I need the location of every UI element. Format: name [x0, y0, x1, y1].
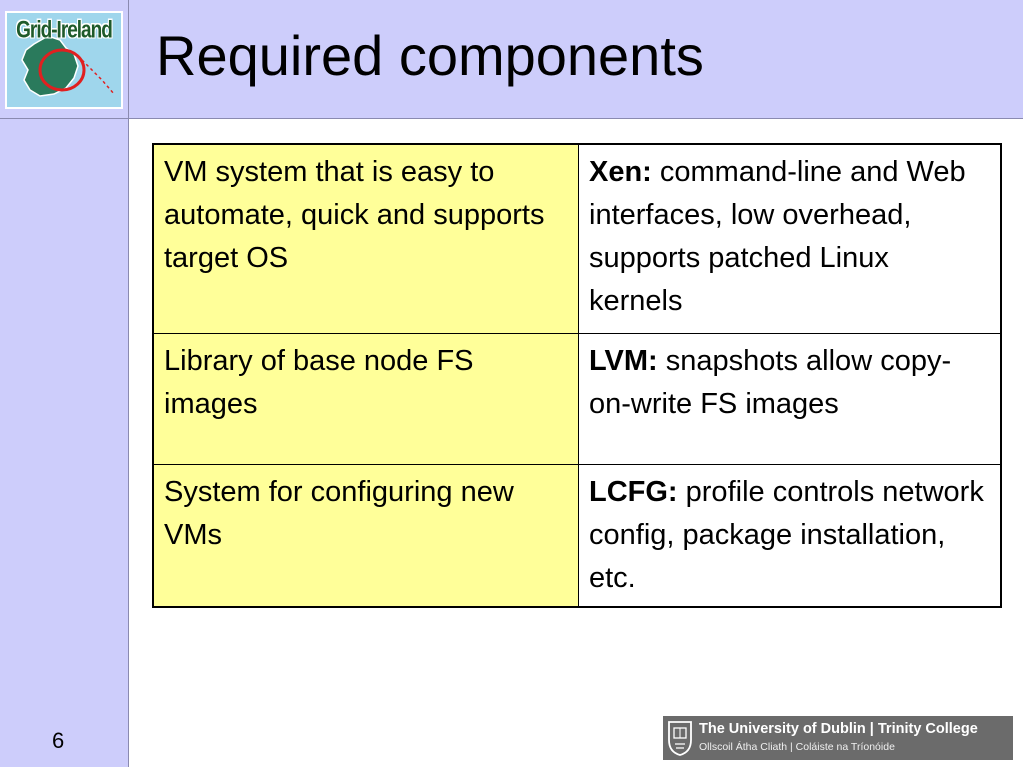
solution-cell: Xen: command-line and Web interfaces, lo…	[578, 143, 1002, 334]
ireland-map-icon	[5, 11, 123, 109]
solution-text: profile controls network config, package…	[589, 476, 984, 594]
sidebar-divider	[128, 0, 129, 767]
table-row: Library of base node FS images LVM: snap…	[152, 333, 1002, 465]
table-row: System for configuring new VMs LCFG: pro…	[152, 464, 1002, 608]
logo-text: Grid-Ireland	[16, 17, 113, 44]
solution-name: LCFG:	[589, 476, 678, 508]
trinity-crest-icon	[668, 721, 692, 756]
solution-name: Xen:	[589, 156, 652, 188]
solution-text: snapshots allow copy-on-write FS images	[589, 345, 952, 420]
solution-cell: LVM: snapshots allow copy-on-write FS im…	[578, 333, 1002, 465]
trinity-college-logo: The University of Dublin | Trinity Colle…	[663, 716, 1013, 760]
solution-cell: LCFG: profile controls network config, p…	[578, 464, 1002, 608]
requirement-cell: Library of base node FS images	[152, 333, 579, 465]
page-title: Required components	[156, 24, 704, 87]
solution-text: command-line and Web interfaces, low ove…	[589, 156, 966, 317]
table-row: VM system that is easy to automate, quic…	[152, 143, 1002, 334]
solution-name: LVM:	[589, 345, 658, 377]
requirement-cell: VM system that is easy to automate, quic…	[152, 143, 579, 334]
left-sidebar-band	[0, 0, 128, 767]
header-divider	[0, 118, 1023, 119]
components-table: VM system that is easy to automate, quic…	[152, 143, 1002, 608]
university-name-irish: Ollscoil Átha Cliath | Coláiste na Tríon…	[699, 741, 895, 753]
grid-ireland-logo: Grid-Ireland	[4, 10, 124, 110]
university-name: The University of Dublin | Trinity Colle…	[699, 721, 978, 737]
header-band	[0, 0, 1023, 118]
requirement-cell: System for configuring new VMs	[152, 464, 579, 608]
page-number: 6	[52, 728, 65, 753]
